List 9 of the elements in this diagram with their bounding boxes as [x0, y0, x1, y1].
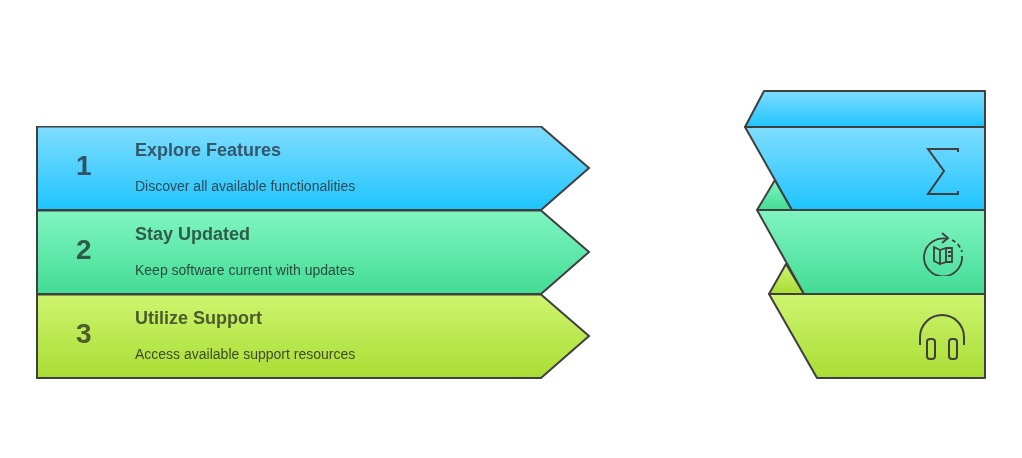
step-title: Utilize Support — [135, 309, 262, 327]
step-description: Access available support resources — [135, 347, 356, 361]
step-number: 2 — [76, 236, 92, 264]
step-description: Discover all available functionalities — [135, 179, 356, 193]
step-title: Explore Features — [135, 141, 282, 159]
step-description: Keep software current with updates — [135, 263, 355, 277]
step-title: Stay Updated — [135, 225, 251, 243]
step-number: 3 — [76, 320, 92, 348]
step-number: 1 — [76, 152, 92, 180]
